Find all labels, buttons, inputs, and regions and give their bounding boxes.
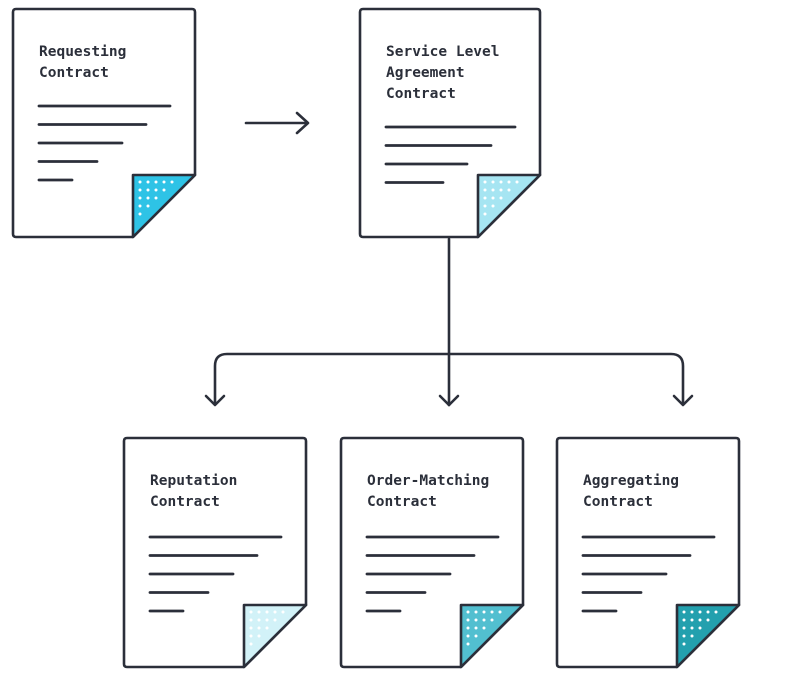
dot-pattern [249, 610, 285, 646]
arrowhead-aggregating [672, 394, 694, 407]
folded-corner-icon [459, 603, 525, 669]
arrowhead-reputation [204, 394, 226, 407]
arrow-requesting-to-sla [244, 111, 310, 135]
document-title-line: Contract [150, 494, 220, 510]
dot-pattern [138, 180, 174, 216]
dot-pattern [466, 610, 502, 646]
document-title-line: Contract [39, 65, 109, 81]
document-title-line: Requesting [39, 44, 126, 60]
arrowhead-order-matching [438, 394, 460, 407]
document-title-line: Contract [386, 86, 456, 102]
document-title-line: Aggregating [583, 473, 679, 489]
connector-tree [213, 237, 685, 407]
document-title-line: Contract [367, 494, 437, 510]
document-title-line: Order-Matching [367, 473, 489, 489]
dot-pattern [682, 610, 718, 646]
folded-corner-icon [675, 603, 741, 669]
folded-corner-icon [242, 603, 308, 669]
document-title-line: Service Level [386, 44, 500, 60]
folded-corner-icon [476, 173, 542, 239]
folded-corner-icon [131, 173, 197, 239]
document-title-line: Agreement [386, 65, 465, 81]
document-title-line: Contract [583, 494, 653, 510]
dot-pattern [483, 180, 519, 216]
document-title-line: Reputation [150, 473, 237, 489]
